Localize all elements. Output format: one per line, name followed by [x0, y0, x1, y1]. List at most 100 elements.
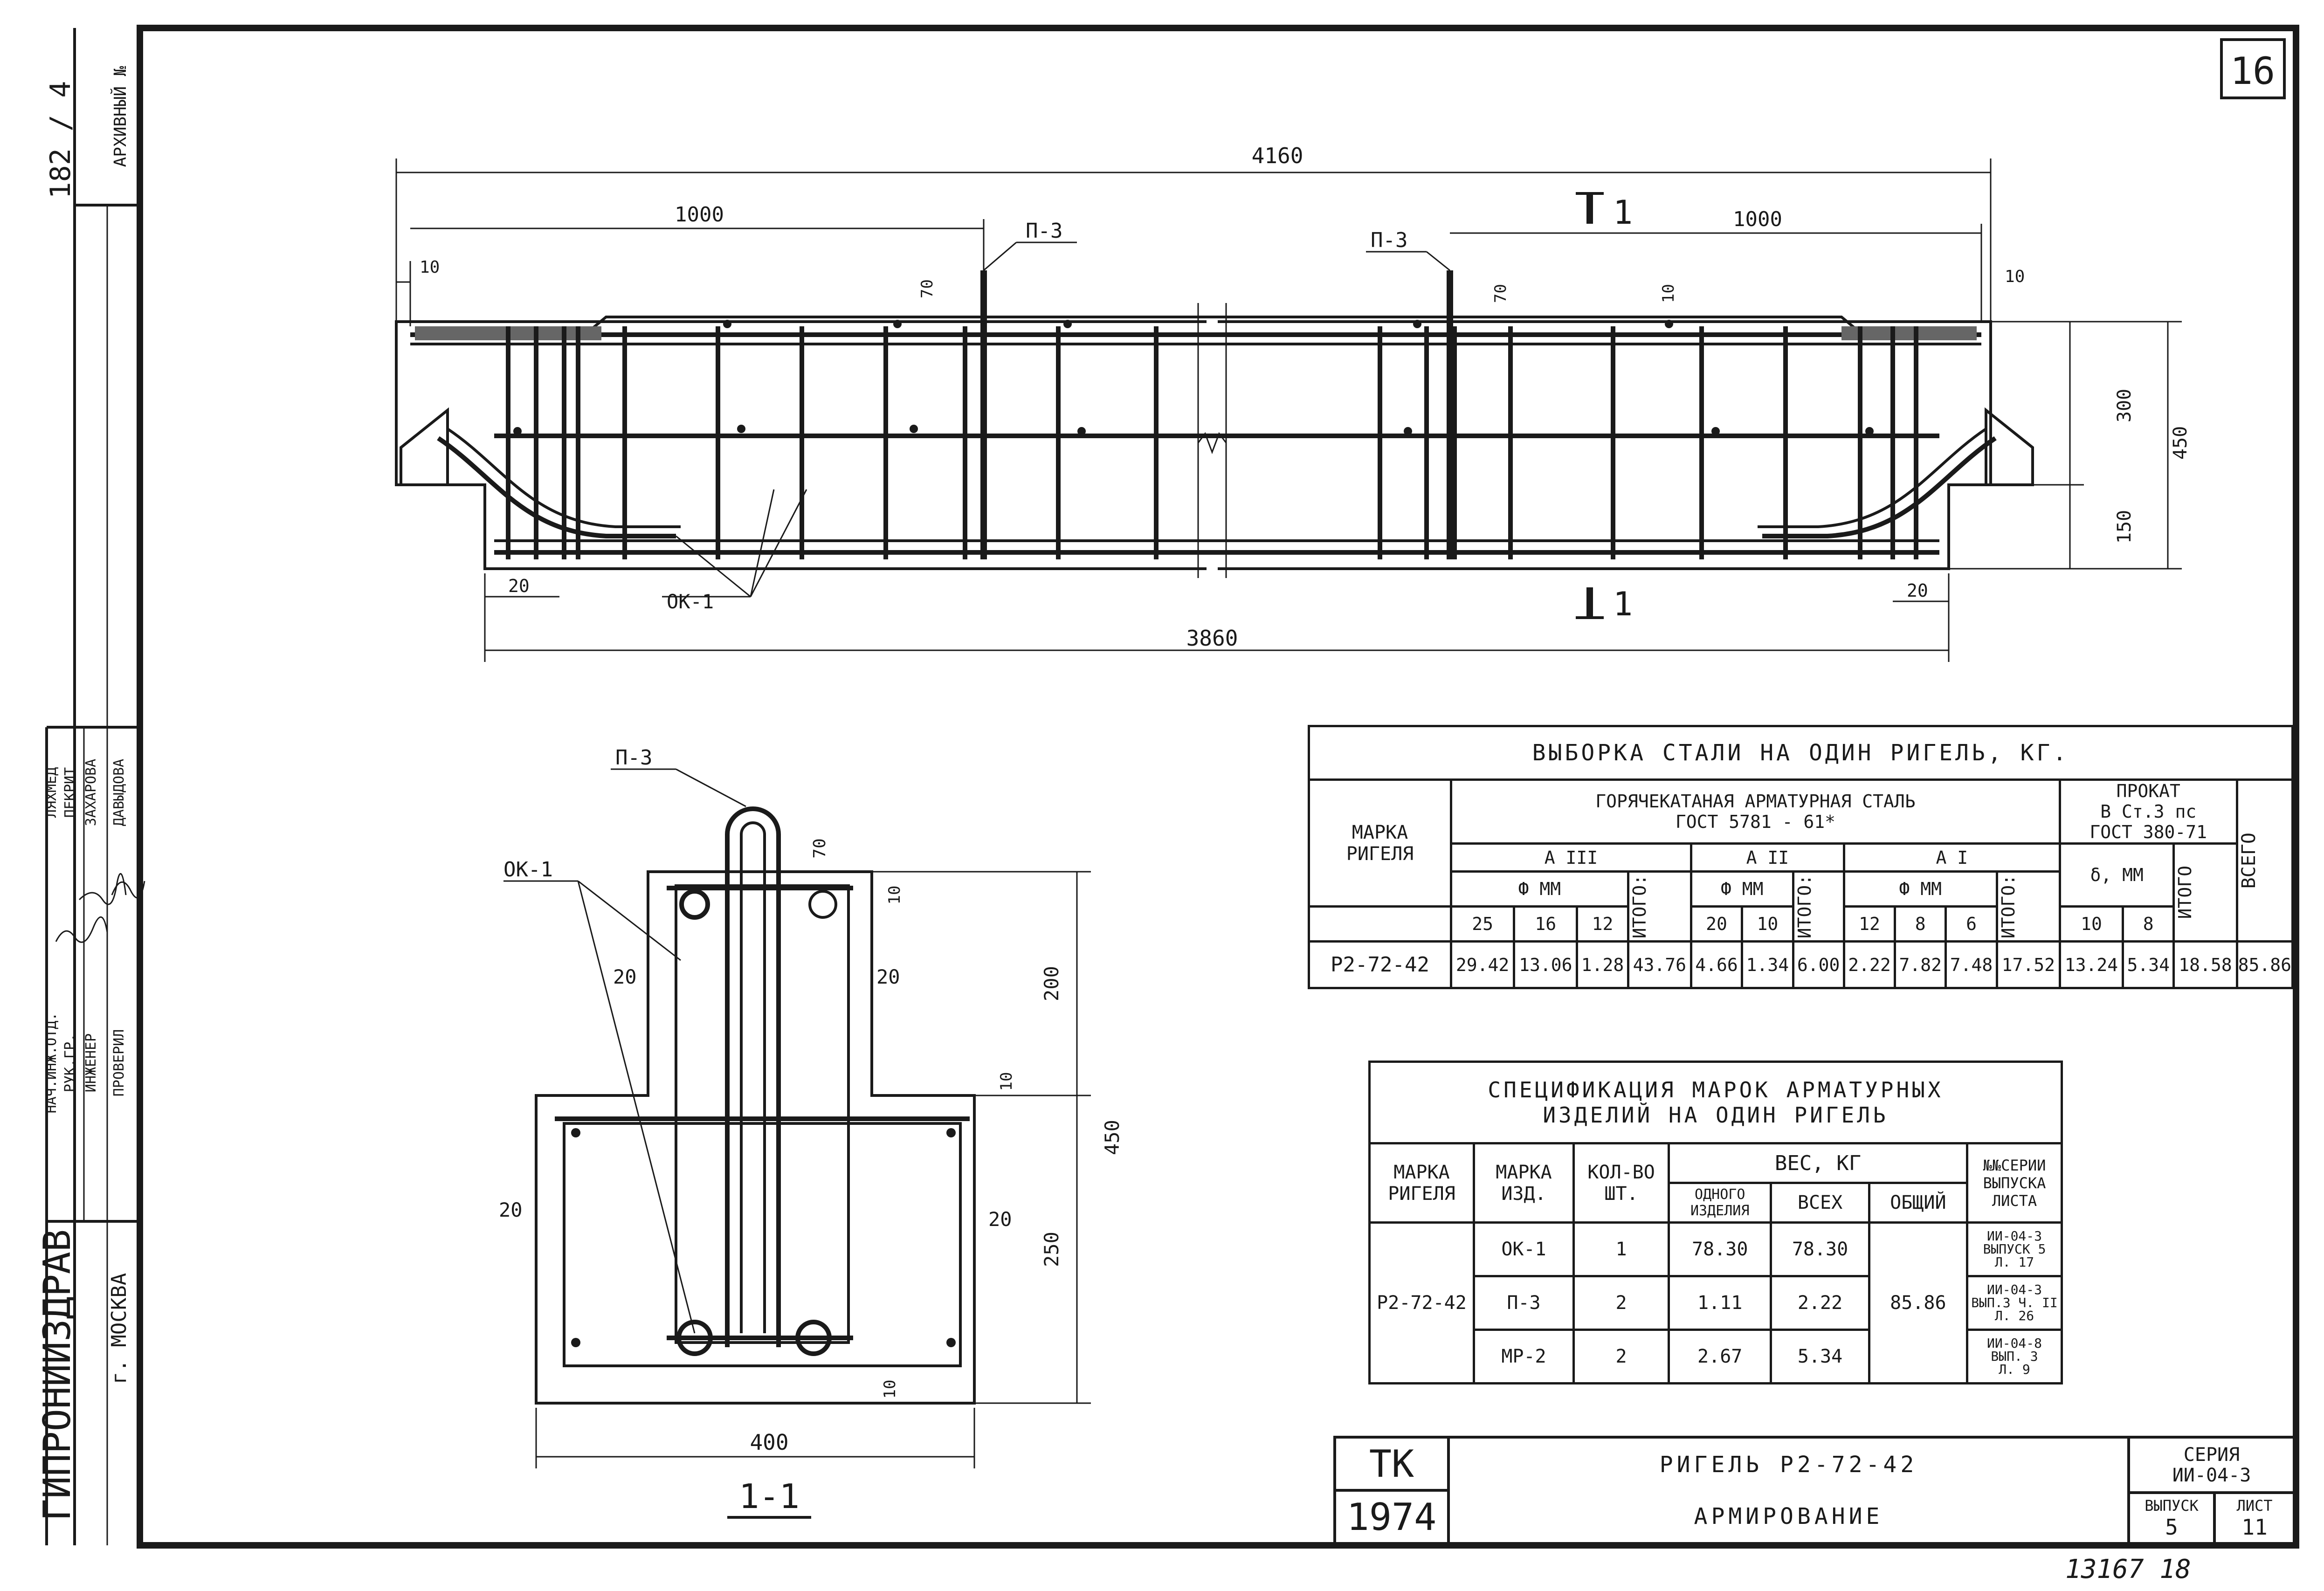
section-label-p3: П-3 [615, 746, 652, 770]
section-dim-450: 450 [1101, 1120, 1124, 1155]
diam: 12 [1576, 905, 1629, 943]
title-year: 1974 [1333, 1489, 1450, 1545]
title-series: ИИ-04-3 [2172, 1464, 2251, 1486]
steel-value: 13.06 [1513, 940, 1579, 989]
institute-name: ГИПРОНИИЗДРАВ [35, 1229, 79, 1521]
break-lines [1197, 303, 1227, 578]
support-plate-right [1985, 407, 2034, 486]
spec-total: 85.86 [1868, 1221, 1969, 1384]
phi-a1: Ф ММ [1842, 870, 1998, 908]
section-1-1: П-3 ОК-1 200 450 250 70 10 10 10 20 20 2… [499, 746, 1124, 1519]
title-name-cell: РИГЕЛЬ Р2-72-42 АРМИРОВАНИЕ [1447, 1436, 2130, 1545]
steel-value: 43.76 [1627, 940, 1692, 989]
bar-bottom-right [795, 1320, 832, 1356]
dim-150: 150 [2114, 510, 2135, 544]
spec-h-mark-izd: МАРКА ИЗД. [1472, 1142, 1575, 1224]
steel-row: Р2-72-42 29.42 13.06 1.28 43.76 4.66 1.3… [1308, 940, 2294, 989]
section-stirrup-wide [563, 1122, 962, 1367]
end-hatch-right [1841, 326, 1977, 340]
archive-label: АРХИВНЫЙ № [110, 66, 130, 167]
dim-10-mid: 10 [1659, 284, 1678, 303]
steel-hot-rolled: ГОРЯЧЕКАТАНАЯ АРМАТУРНАЯ СТАЛЬ ГОСТ 5781… [1450, 778, 2061, 845]
steel-table-title: ВЫБОРКА СТАЛИ НА ОДИН РИГЕЛЬ, КГ. [1308, 725, 2294, 781]
spec-h-weight: ВЕС, КГ [1668, 1142, 1969, 1184]
itogo-a2: ИТОГО: [1792, 870, 1845, 943]
spec-row: П-3 2 1.11 2.22 ИИ-04-3 ВЫП.3 Ч. II Л. 2… [1370, 1275, 2063, 1331]
section-label-ok1: ОК-1 [503, 858, 553, 882]
section-dim-70: 70 [810, 838, 829, 858]
bent-rebar-right [1758, 427, 1987, 528]
sheet-number-box [2220, 38, 2286, 99]
dim-20-left: 20 [508, 576, 530, 596]
spec-series: ИИ-04-8 ВЫП. 3 Л. 9 [1966, 1329, 2063, 1384]
spec-one: 1.11 [1668, 1275, 1772, 1331]
footer-note: 13167 18 [2065, 1554, 2191, 1584]
steel-row-mark: Р2-72-42 [1308, 940, 1452, 989]
steel-value: 4.66 [1690, 940, 1744, 989]
title-org: ТК [1333, 1436, 1450, 1492]
title-subtitle: АРМИРОВАНИЕ [1694, 1503, 1883, 1530]
class-a2: А II [1690, 842, 1845, 873]
spec-h-all: ВСЕХ [1770, 1182, 1870, 1224]
itogo-a1: ИТОГО: [1995, 870, 2061, 943]
bar-bottom-left [676, 1320, 713, 1356]
label-p3-right: П-3 [1371, 228, 1407, 252]
thick: 10 [2058, 905, 2124, 943]
dim-300: 300 [2114, 389, 2135, 422]
steel-value: 2.22 [1842, 940, 1896, 989]
spec-mark: МР-2 [1472, 1329, 1575, 1384]
archive-number: 182 / 4 [44, 81, 77, 199]
title-issue: 5 [2165, 1515, 2178, 1540]
title-issue-cell: ВЫПУСК 5 [2127, 1491, 2216, 1545]
spec-all: 78.30 [1770, 1221, 1870, 1277]
section-dim-250: 250 [1040, 1232, 1063, 1267]
section-title: 1-1 [739, 1477, 800, 1516]
section-dim-20-lr: 20 [988, 1208, 1012, 1231]
section-dim-10-mid: 10 [997, 1072, 1016, 1091]
itogo-rolled: ИТОГО [2172, 842, 2238, 943]
spec-row: Р2-72-42 ОК-1 1 78.30 78.30 85.86 ИИ-04-… [1368, 1221, 2063, 1384]
rebar-dots [513, 320, 1874, 435]
itogo-a3: ИТОГО: [1627, 870, 1692, 943]
stirrups [506, 326, 1918, 559]
dim-3860: 3860 [1186, 626, 1238, 651]
label-ok1: ОК-1 [667, 590, 714, 613]
section-outline [535, 870, 976, 1405]
steel-value: 18.58 [2172, 940, 2238, 989]
spec-mark: П-3 [1472, 1275, 1575, 1331]
diam: 25 [1449, 905, 1516, 943]
section-mark-bottom: 1 [1613, 585, 1633, 623]
label-p3-left: П-3 [1026, 219, 1062, 243]
class-a3: А III [1450, 842, 1692, 873]
signature-mark [55, 916, 108, 943]
spec-rigel: Р2-72-42 [1368, 1221, 1475, 1384]
spec-mark: ОК-1 [1472, 1221, 1575, 1277]
steel-rolled: ПРОКАТ В Ст.3 пс ГОСТ 380-71 [2058, 778, 2238, 845]
sheet-number: 16 [2230, 49, 2275, 93]
steel-value: 5.34 [2122, 940, 2175, 989]
role-4: ПРОВЕРИЛ [111, 1029, 127, 1097]
section-mark-top: 1 [1613, 193, 1633, 232]
section-dim-10-top: 10 [885, 886, 904, 905]
dim-10-right: 10 [2005, 267, 2025, 286]
steel-value: 7.48 [1945, 940, 1998, 989]
spec-qty: 2 [1572, 1275, 1670, 1331]
sheet-frame [137, 25, 2299, 1549]
name-1: ЛЯХМЕД [43, 767, 60, 818]
bent-rebar-right [1762, 436, 1997, 538]
thick: 8 [2122, 905, 2175, 943]
spec-qty: 1 [1572, 1221, 1670, 1277]
steel-col-mark: МАРКА РИГЕЛЯ [1308, 778, 1452, 908]
delta-mm: δ, ММ [2058, 842, 2175, 907]
spec-all: 2.22 [1770, 1275, 1870, 1331]
steel-value: 85.86 [2235, 940, 2294, 989]
bent-rebar-left [437, 436, 676, 538]
steel-value: 13.24 [2058, 940, 2124, 989]
steel-blank [1308, 905, 1452, 943]
steel-value: 6.00 [1792, 940, 1845, 989]
section-dim-200: 200 [1040, 966, 1063, 1001]
beam-outline [395, 320, 1992, 570]
name-2: ПЕКРИТ [62, 767, 78, 818]
title-series-label: СЕРИЯ [2183, 1444, 2240, 1466]
